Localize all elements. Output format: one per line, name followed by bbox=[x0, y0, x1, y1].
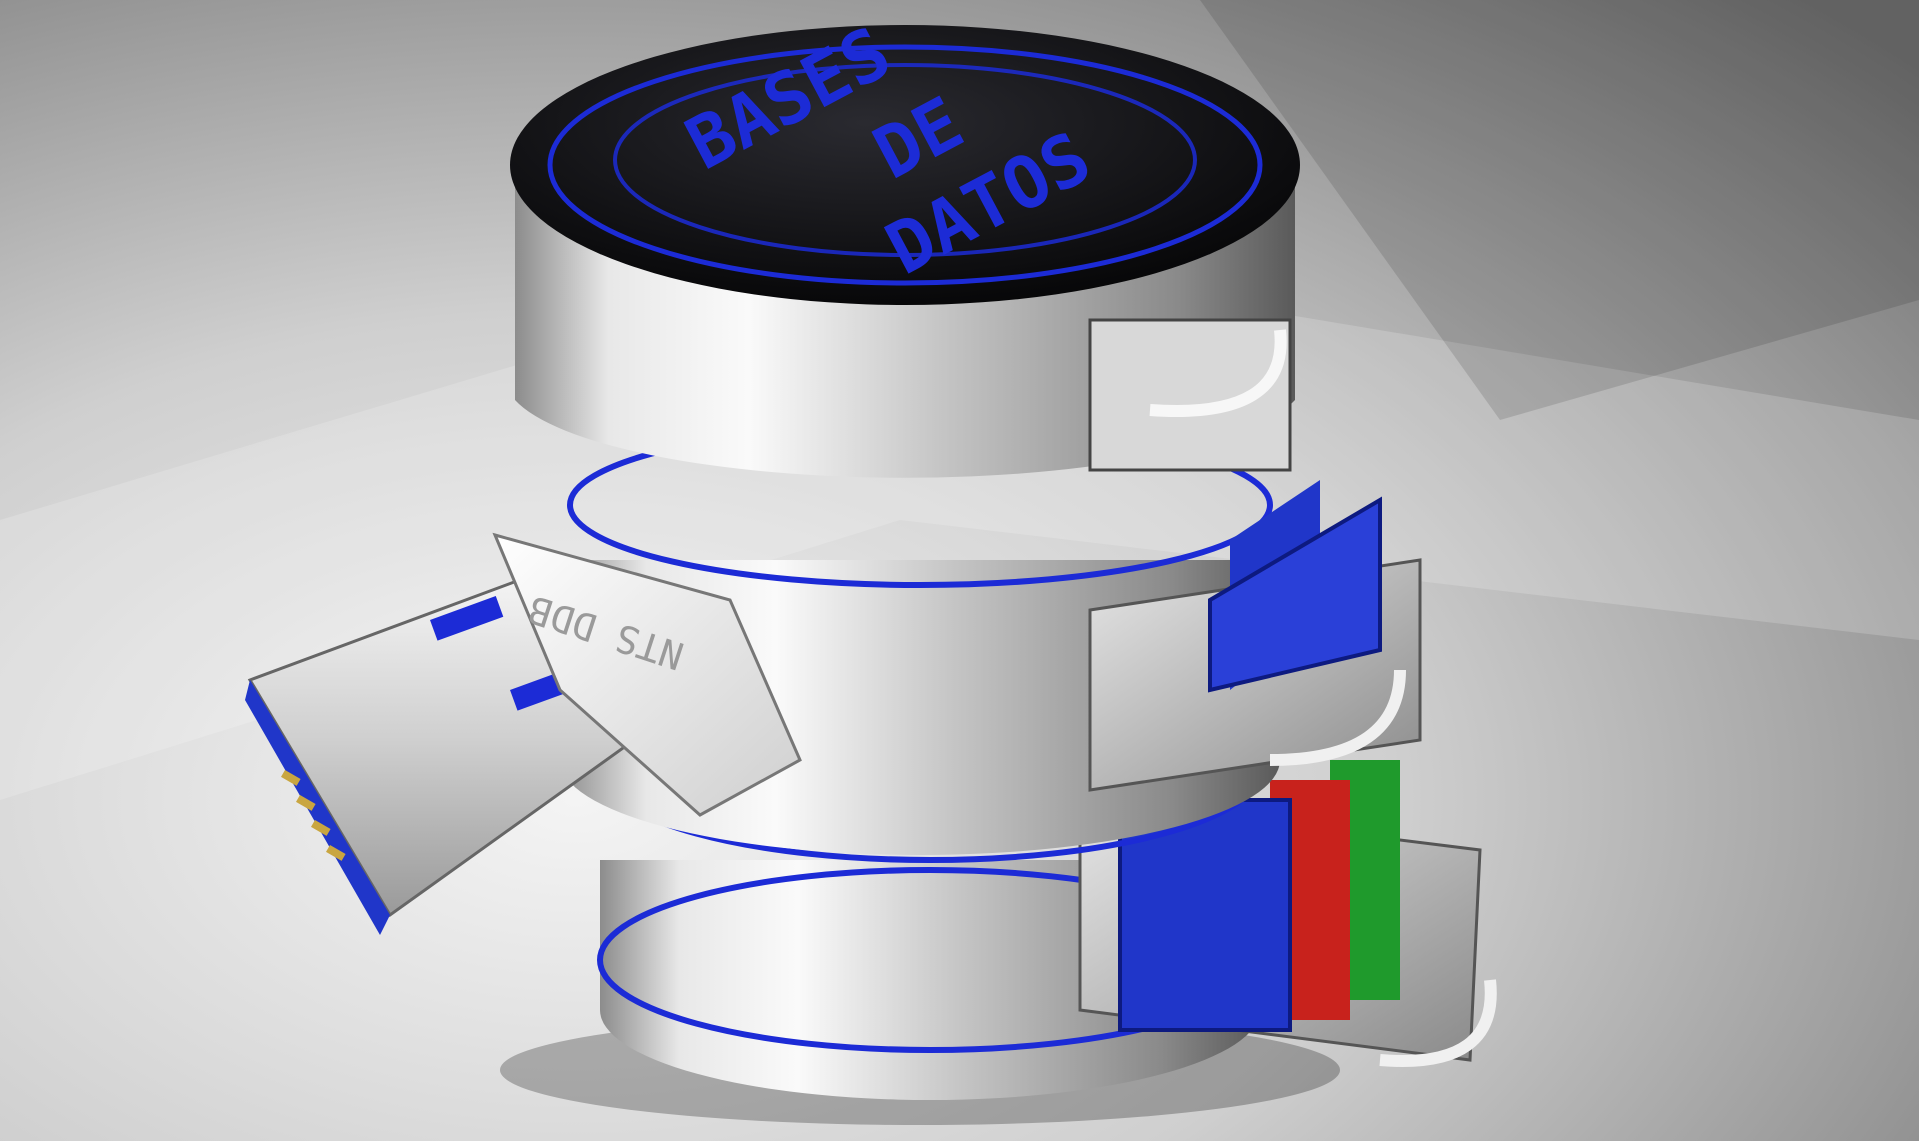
usb-body bbox=[492, 532, 802, 817]
binder-blue-front bbox=[1208, 496, 1382, 693]
binder-blue-large bbox=[1118, 798, 1292, 1032]
shadow-streak bbox=[1200, 0, 1919, 420]
upper-drawer-handle bbox=[1269, 669, 1406, 766]
lower-drawer-handle bbox=[1379, 979, 1497, 1067]
usb-pins bbox=[281, 769, 346, 861]
usb-plug: NTS DDB bbox=[245, 532, 802, 935]
light-streak bbox=[0, 250, 1919, 800]
closed-drawer-handle bbox=[1149, 329, 1287, 417]
cylinder-top-disc: BASES DE DATOS bbox=[510, 10, 1300, 305]
lower-drawer-open bbox=[1078, 760, 1497, 1067]
upper-drawer-open bbox=[1088, 480, 1422, 792]
